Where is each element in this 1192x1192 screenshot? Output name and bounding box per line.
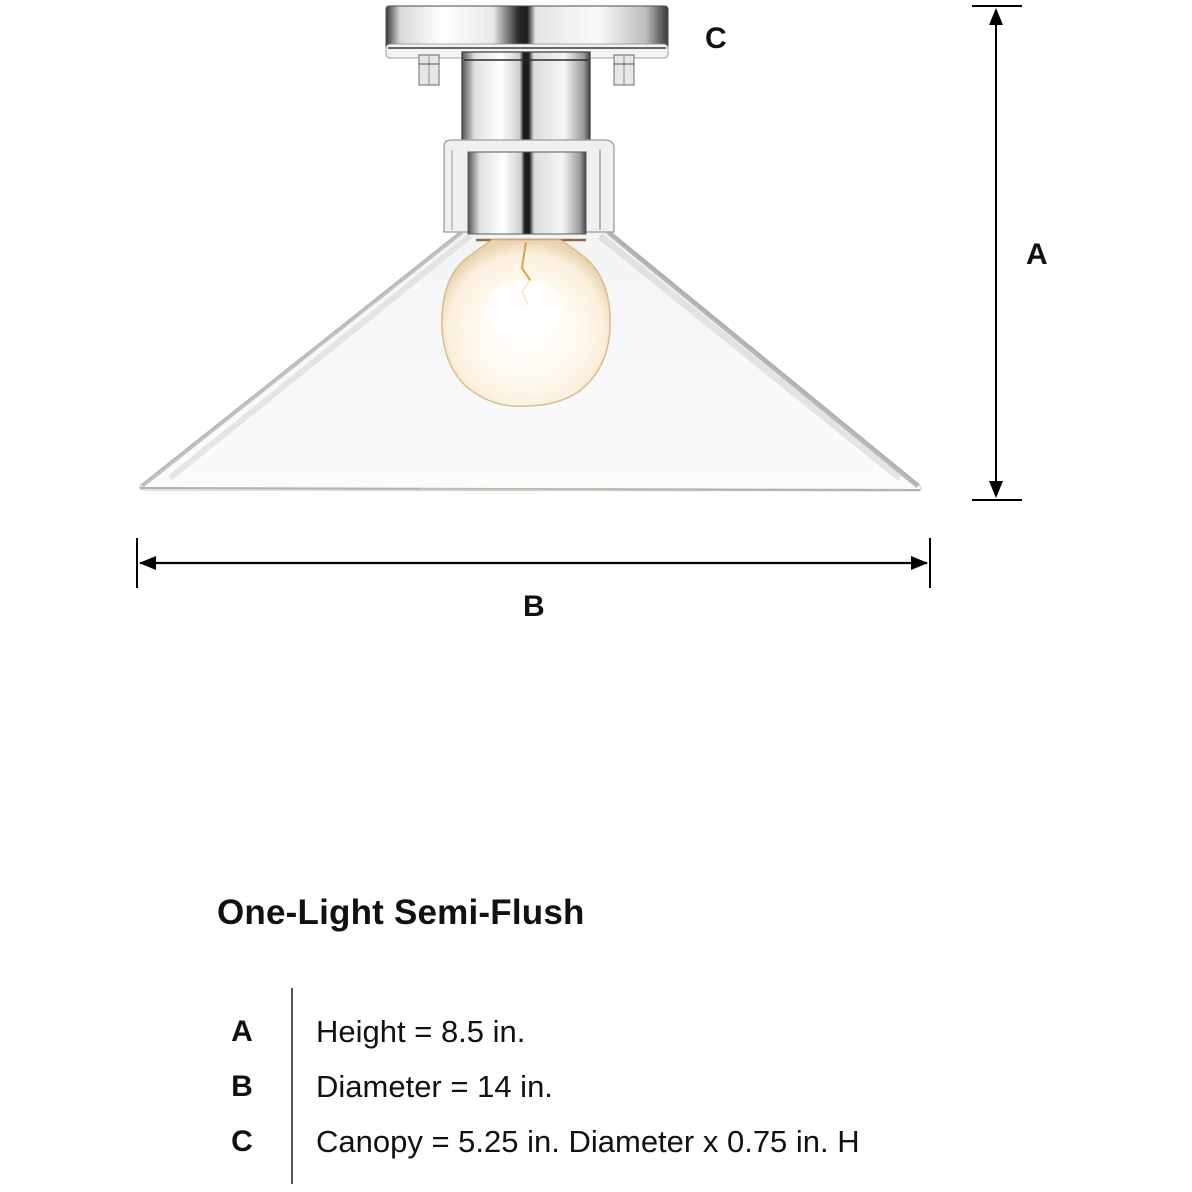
spec-row-diameter: B Diameter = 14 in. (0, 1067, 1192, 1107)
spec-row-height: A Height = 8.5 in. (0, 1012, 1192, 1052)
socket-stem (461, 51, 591, 148)
spec-key: A (231, 1015, 253, 1048)
arrow-left-icon (139, 556, 156, 570)
canopy-dimension-label: C (705, 22, 727, 55)
spec-row-canopy: C Canopy = 5.25 in. Diameter x 0.75 in. … (0, 1122, 1192, 1162)
arrow-down-icon (989, 481, 1003, 498)
light-bulb (441, 239, 611, 408)
height-dimension-label: A (1026, 238, 1048, 271)
product-title: One-Light Semi-Flush (217, 893, 585, 932)
spec-value: Canopy = 5.25 in. Diameter x 0.75 in. H (316, 1124, 860, 1159)
glass-collar (443, 139, 615, 242)
arrow-up-icon (989, 8, 1003, 25)
spec-value: Height = 8.5 in. (316, 1014, 526, 1049)
diameter-dimension-label: B (523, 590, 545, 623)
spec-key: C (231, 1125, 253, 1158)
spec-key: B (231, 1070, 253, 1103)
spec-divider (291, 988, 293, 1184)
diameter-dimension-line (136, 538, 931, 588)
spec-value: Diameter = 14 in. (316, 1069, 553, 1104)
arrow-right-icon (911, 556, 928, 570)
height-dimension-line (972, 5, 1022, 501)
